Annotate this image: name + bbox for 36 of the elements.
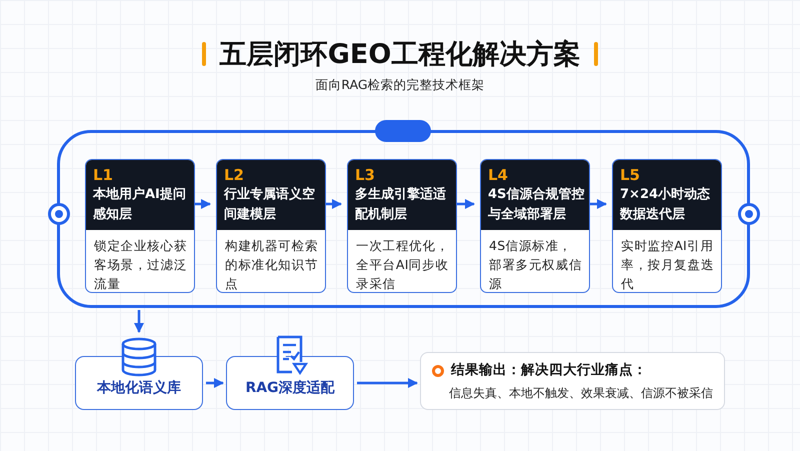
process-box — [226, 356, 354, 410]
process-box — [75, 356, 203, 410]
result-text: 信息失真、本地不触发、效果衰减、信源不被采信 — [449, 386, 713, 402]
layer-number: L3 — [355, 166, 376, 185]
layer-title: 多生成引擎适适配机制层 — [355, 186, 447, 224]
layer-number: L5 — [620, 166, 641, 185]
layer-description: 锁定企业核心获客场景，过滤泛流量 — [94, 237, 188, 293]
box-label: RAG深度适配 — [244, 379, 336, 397]
layer-card — [85, 159, 195, 293]
layer-number: L1 — [93, 166, 114, 185]
result-box — [420, 352, 725, 410]
arrow — [590, 199, 607, 209]
title: 五层闭环GEO工程化解决方案 — [220, 38, 580, 72]
layer-description: 构建机器可检索的标准化知识节点 — [225, 237, 320, 293]
layer-card — [480, 159, 590, 293]
result-heading: 结果输出：解决四大行业痛点： — [451, 361, 647, 379]
layer-description: 实时监控AI引用率，按月复盘迭代 — [621, 237, 716, 293]
arrow — [357, 378, 418, 388]
layer-number: L2 — [224, 166, 245, 185]
layer-description: 一次工程优化，全平台AI同步收录采信 — [356, 237, 450, 293]
subtitle: 面向RAG检索的完整技术框架 — [314, 77, 486, 94]
arrow — [457, 199, 475, 209]
arrow — [206, 378, 224, 388]
layer-card — [347, 159, 457, 293]
layer-card — [216, 159, 326, 293]
layer-title: 行业专属语义空间建模层 — [224, 186, 316, 224]
layer-description: 4S信源标准，部署多元权威信源 — [489, 237, 584, 293]
arrow — [134, 310, 144, 333]
layer-title: 4S信源合规管控与全域部署层 — [488, 186, 586, 224]
box-label: 本地化语义库 — [96, 379, 182, 397]
layer-title: 本地用户AI提问感知层 — [93, 186, 187, 224]
arrow — [195, 199, 211, 209]
layer-title: 7×24小时动态数据迭代层 — [620, 186, 712, 224]
layer-number: L4 — [488, 166, 509, 185]
arrow — [326, 199, 342, 209]
layer-card — [612, 159, 722, 293]
